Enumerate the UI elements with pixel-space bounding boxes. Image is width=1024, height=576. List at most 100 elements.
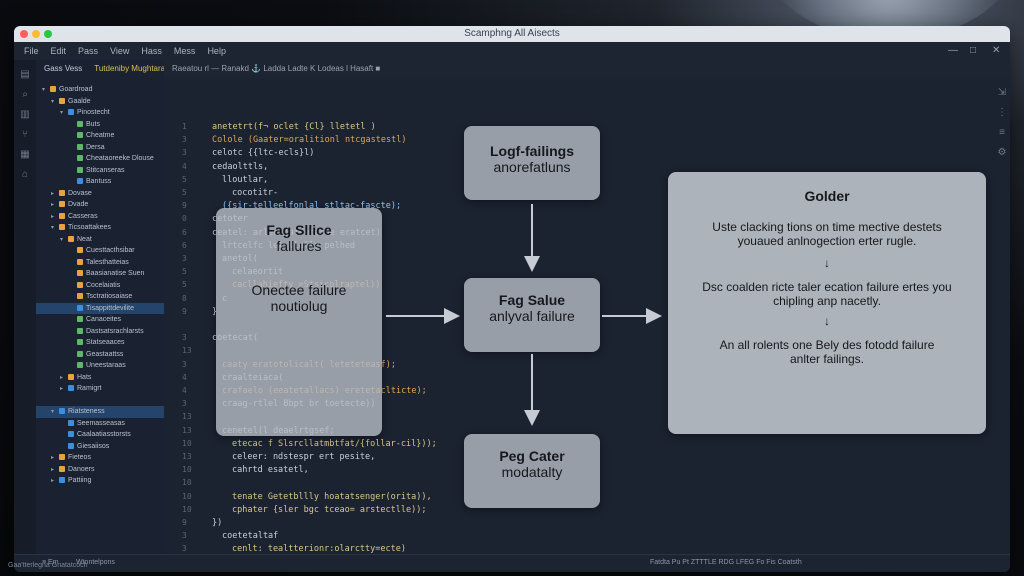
code-line[interactable]: cahrtd esatetl, xyxy=(232,465,309,476)
code-line[interactable]: coetetaltaf xyxy=(222,531,279,542)
chevron-icon[interactable]: ▸ xyxy=(51,455,55,461)
tree-item[interactable]: Statseaaces xyxy=(36,337,164,349)
tree-item[interactable]: Cheatme xyxy=(36,130,164,142)
tree-item[interactable]: Cuesttacthsibar xyxy=(36,245,164,257)
menu-item[interactable]: File xyxy=(24,46,39,56)
code-line[interactable]: cphater {sler bgc tceao= arstectlle)); xyxy=(232,504,427,515)
status-item[interactable]: ≡ Em xyxy=(42,559,59,566)
tree-item[interactable]: Giesaiisos xyxy=(36,441,164,453)
tree-item[interactable]: Bantuss xyxy=(36,176,164,188)
chevron-icon[interactable]: ▸ xyxy=(51,213,55,220)
tree-item[interactable]: ▸Hats xyxy=(36,372,164,384)
tree-item-label: Neat xyxy=(77,235,92,243)
debug-icon[interactable]: ⌂ xyxy=(21,169,29,180)
explorer-project[interactable]: Tutdeniby Mughtarar xyxy=(94,64,165,73)
menu-item[interactable]: Pass xyxy=(78,46,99,56)
chevron-icon[interactable]: ▾ xyxy=(60,236,64,243)
tree-item-label: Tisappittdevilite xyxy=(86,304,134,312)
tree-item[interactable]: Tisappittdevilite xyxy=(36,302,164,314)
code-line[interactable]: anetetrt(f¬ oclet {Cl} lletetl ) xyxy=(212,122,376,132)
files-icon[interactable]: ▥ xyxy=(20,109,30,120)
code-line[interactable]: celeer: ndstespr ert pesite, xyxy=(232,452,376,462)
tree-item[interactable]: Canaceites xyxy=(36,314,164,326)
tree-item[interactable]: Geastaattss xyxy=(36,349,164,361)
chevron-icon[interactable]: ▸ xyxy=(60,374,64,381)
file-icon xyxy=(68,235,74,242)
status-item[interactable]: Wtontelpons xyxy=(76,559,115,566)
tree-item[interactable]: ▾Riatsteness xyxy=(36,406,164,418)
tree-item[interactable]: ▾ Neat xyxy=(36,234,164,246)
menu-item[interactable]: View xyxy=(110,46,130,56)
chevron-icon[interactable]: ▸ xyxy=(51,478,55,484)
tree-item[interactable]: Uneestaraas xyxy=(36,360,164,372)
code-line[interactable]: }) xyxy=(212,518,223,528)
menu-item[interactable]: Mess xyxy=(173,46,196,56)
extensions-icon[interactable]: ▦ xyxy=(20,149,30,160)
tree-item[interactable]: ▸Dovase xyxy=(36,188,164,200)
tree-item[interactable]: ▾Ticsoattakees xyxy=(36,222,164,234)
tree-root[interactable]: ▾Goardroad xyxy=(42,86,93,93)
code-line[interactable]: celotc {{ltc-ecls}l) xyxy=(212,148,315,159)
tree-item-label: Pattiing xyxy=(68,477,92,484)
tree-item[interactable]: Talesthatteias xyxy=(36,257,164,269)
breadcrumb[interactable]: Raeatou rl — Ranakd ⚓ Ladda Ladte K Lode… xyxy=(172,64,381,73)
code-line[interactable]: cenlt: tealtterionr:olarctty=ecte) xyxy=(232,544,406,555)
explorer-icon[interactable]: ▤ xyxy=(20,69,30,80)
code-line[interactable]: ({sir-telleelfonlal stltac-fascte); xyxy=(222,201,402,212)
tree-item[interactable]: Caalaatiasstorsts xyxy=(36,429,164,441)
chevron-icon[interactable]: ▸ xyxy=(51,202,55,208)
tree-item[interactable]: Baasianatise Suen xyxy=(36,268,164,280)
code-line[interactable]: etecac f Slsrcllatmbtfat/{follar-cil})); xyxy=(232,438,437,449)
menu-item[interactable]: Hass xyxy=(141,46,162,56)
chevron-icon[interactable]: ▾ xyxy=(51,225,55,231)
code-line[interactable]: cocotitr- xyxy=(232,188,279,198)
explorer-tab[interactable]: Gass Vess xyxy=(44,64,83,73)
code-line[interactable]: tenate Getetbllly hoatatsenger(orita)), xyxy=(232,491,432,502)
more-icon[interactable]: ⋮ xyxy=(997,107,1007,118)
tree-item[interactable]: ▸Danoers xyxy=(36,464,164,476)
tree-item[interactable]: Tsctratiosaiase xyxy=(36,291,164,303)
line-number: 5 xyxy=(182,267,187,277)
tree-item[interactable]: Seemasseasas xyxy=(36,418,164,430)
chevron-icon[interactable]: ▸ xyxy=(51,190,55,197)
chevron-icon[interactable]: ▾ xyxy=(51,98,55,105)
chevron-icon[interactable]: ▸ xyxy=(51,466,55,473)
maximize-window-button[interactable] xyxy=(44,30,52,38)
outline-icon[interactable]: ≡ xyxy=(999,127,1005,138)
chevron-icon[interactable]: ▾ xyxy=(51,409,55,415)
split-icon[interactable]: ⇲ xyxy=(997,87,1007,98)
tree-item[interactable]: Cocelaiatis xyxy=(36,280,164,292)
code-line[interactable]: } xyxy=(212,306,218,317)
line-number: 4 xyxy=(182,372,187,382)
menu-item[interactable]: Help xyxy=(207,46,226,56)
source-control-icon[interactable]: ⑂ xyxy=(22,129,28,140)
chevron-icon[interactable]: ▾ xyxy=(60,110,64,116)
tree-item[interactable]: ▾Pinostecht xyxy=(36,107,164,119)
tree-item[interactable]: ▸Ramigrt xyxy=(36,383,164,395)
restore-icon[interactable]: □ xyxy=(970,45,977,56)
close-window-button[interactable] xyxy=(20,30,28,38)
tree-item[interactable]: ▸Dvade xyxy=(36,199,164,211)
code-line[interactable]: cedaolttls, xyxy=(212,161,269,172)
chevron-icon[interactable]: ▸ xyxy=(60,386,64,392)
minimize-icon[interactable]: — xyxy=(948,45,958,56)
code-line[interactable]: lloutlar, xyxy=(222,174,269,185)
tree-item[interactable]: Dastsatsrachlarsts xyxy=(36,326,164,338)
tree-item[interactable]: ▸Casseras xyxy=(36,211,164,223)
status-right[interactable]: Fatdta Pu Pt ZTTTLE RDG LFEG Fo Fis Coat… xyxy=(650,559,802,566)
line-number: 10 xyxy=(182,504,192,514)
tree-item[interactable]: Cheataoreeke Dlouse xyxy=(36,153,164,165)
search-icon[interactable]: ⌕ xyxy=(22,89,28,100)
code-line[interactable]: Colole (Gaater=oralitionl ntcgastestl) xyxy=(212,135,407,146)
minimize-window-button[interactable] xyxy=(32,30,40,38)
tree-item[interactable]: ▸Fieteos xyxy=(36,452,164,464)
close-icon[interactable]: ✕ xyxy=(992,45,1001,56)
tree-item[interactable]: Stitcanseras xyxy=(36,165,164,177)
settings-icon[interactable]: ⚙ xyxy=(997,147,1007,158)
tree-item[interactable]: Buts xyxy=(36,119,164,131)
menu-item[interactable]: Edit xyxy=(50,46,67,56)
tree-item[interactable]: ▾Gaalde xyxy=(36,96,164,108)
tree-item[interactable]: ▸ Pattiing xyxy=(36,475,164,487)
tree-item[interactable]: Dersa xyxy=(36,142,164,154)
